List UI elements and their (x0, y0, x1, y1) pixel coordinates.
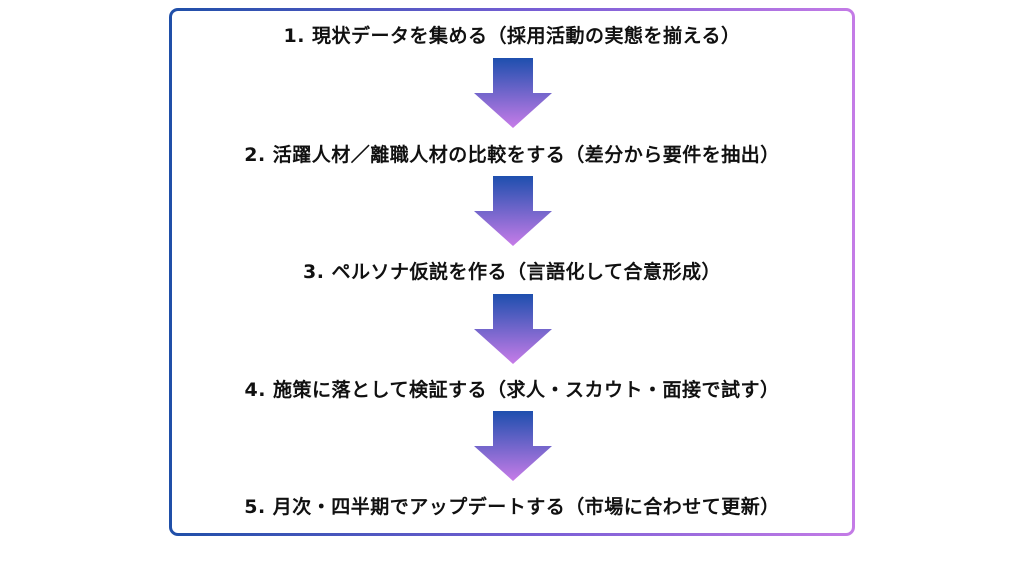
down-arrow-icon (474, 411, 552, 481)
down-arrow-icon (474, 58, 552, 128)
down-arrow-icon (474, 294, 552, 364)
down-arrow-icon (474, 176, 552, 246)
step-1-label: 1. 現状データを集める（採用活動の実態を揃える） (283, 25, 741, 47)
step-4-label: 4. 施策に落として検証する（求人・スカウト・面接で試す） (244, 379, 780, 401)
step-2-label: 2. 活躍人材／離職人材の比較をする（差分から要件を抽出） (244, 144, 780, 166)
step-5-label: 5. 月次・四半期でアップデートする（市場に合わせて更新） (244, 496, 780, 518)
step-3-label: 3. ペルソナ仮説を作る（言語化して合意形成） (303, 261, 721, 283)
